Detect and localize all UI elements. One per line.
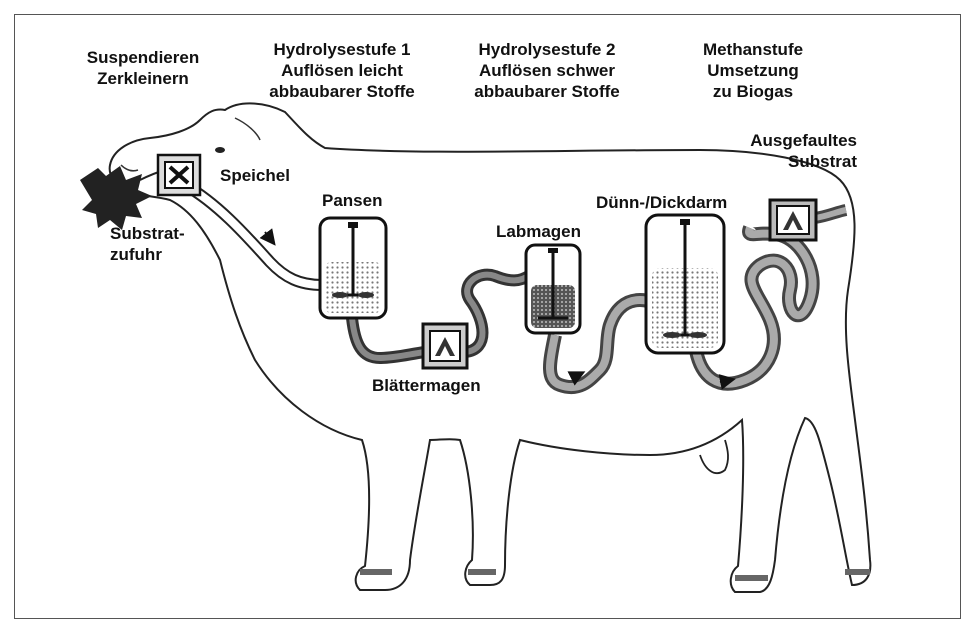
stage-line: Umsetzung xyxy=(688,60,818,81)
speichel-label: Speichel xyxy=(220,165,290,186)
blaettermagen-label: Blättermagen xyxy=(372,375,481,396)
stage-line: abbaubarer Stoffe xyxy=(262,81,422,102)
stage-line: Suspendieren xyxy=(83,47,203,68)
substrat-in-label: Substrat- zufuhr xyxy=(110,223,185,265)
stage-line: zu Biogas xyxy=(688,81,818,102)
label-line: zufuhr xyxy=(110,244,185,265)
stage-line: Hydrolysestufe 1 xyxy=(262,39,422,60)
output-box xyxy=(770,200,816,240)
plant-icon xyxy=(80,166,165,230)
pansen-label: Pansen xyxy=(322,190,382,211)
stage-hydro2-label: Hydrolysestufe 2 Auflösen schwer abbauba… xyxy=(462,39,632,102)
stage-line: Auflösen schwer xyxy=(462,60,632,81)
substrat-out-label: Ausgefaultes Substrat xyxy=(722,130,857,172)
stage-line: Zerkleinern xyxy=(83,68,203,89)
darm-tank xyxy=(646,215,724,353)
stage-line: Hydrolysestufe 2 xyxy=(462,39,632,60)
pansen-tank xyxy=(320,218,386,318)
stage-suspend-label: Suspendieren Zerkleinern xyxy=(83,47,203,89)
stage-line: Methanstufe xyxy=(688,39,818,60)
darm-label: Dünn-/Dickdarm xyxy=(596,192,727,213)
grinder-icon xyxy=(158,155,200,195)
stage-hydro1-label: Hydrolysestufe 1 Auflösen leicht abbauba… xyxy=(262,39,422,102)
label-line: Substrat xyxy=(722,151,857,172)
label-line: Ausgefaultes xyxy=(722,130,857,151)
labmagen-tank xyxy=(526,245,580,333)
stage-line: abbaubarer Stoffe xyxy=(462,81,632,102)
blaettermagen-box xyxy=(423,324,467,368)
stage-line: Auflösen leicht xyxy=(262,60,422,81)
label-line: Substrat- xyxy=(110,223,185,244)
labmagen-label: Labmagen xyxy=(496,221,581,242)
stage-methan-label: Methanstufe Umsetzung zu Biogas xyxy=(688,39,818,102)
